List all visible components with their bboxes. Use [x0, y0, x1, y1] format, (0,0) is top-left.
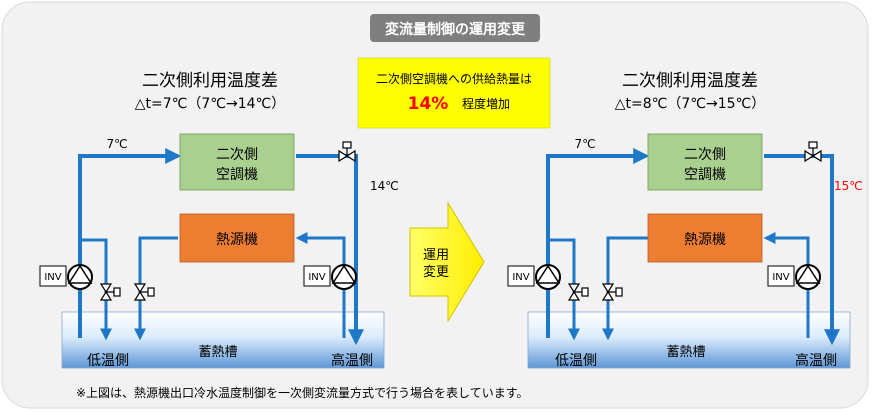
- right-valve-return: [804, 141, 822, 163]
- footnote: ※上図は、熱源機出口冷水温度制御を一次側変流量方式で行う場合を表しています。: [76, 385, 529, 400]
- right-return-pipe: [764, 154, 840, 346]
- right-inv-box-2: [767, 265, 795, 287]
- left-heat-source-inlet-pipe: [295, 232, 346, 338]
- right-heat-source-label: 熱源機: [684, 232, 726, 248]
- left-valve-bypass: [99, 283, 121, 301]
- right-ahu-line2: 空調機: [684, 167, 726, 183]
- callout-line1: 二次側空調機への供給熱量は: [376, 71, 532, 86]
- right-tank-label: 蓄熱槽: [666, 345, 705, 360]
- left-heat-source-outlet-pipe: [134, 236, 178, 341]
- left-low-side: 低温側: [87, 353, 129, 369]
- left-tank: [61, 311, 385, 369]
- right-low-side: 低温側: [555, 353, 597, 369]
- left-bypass-pipe: [80, 238, 112, 341]
- title-box: [370, 14, 540, 42]
- left-valve-return: [338, 141, 356, 163]
- right-bypass-pipe: [548, 238, 580, 341]
- right-inv-label-1: INV: [512, 272, 529, 283]
- arrow-label-line2: 変更: [423, 264, 449, 280]
- right-inv-box-1: [507, 265, 535, 287]
- right-heat-source-inlet-pipe: [763, 232, 810, 338]
- left-heat-source-label: 熱源機: [216, 232, 258, 248]
- right-valve-bypass: [567, 283, 589, 301]
- left-inv-label-2: INV: [308, 272, 325, 283]
- left-heat-source: [179, 213, 295, 263]
- right-system: 二次側利用温度差 △t=8℃（7℃→15℃） 二次側 空調機 熱源機 7℃ 15…: [507, 71, 863, 369]
- right-supply-temp: 7℃: [574, 137, 595, 151]
- title: 変流量制御の運用変更: [385, 21, 526, 38]
- left-supply-temp: 7℃: [106, 137, 127, 151]
- right-heat-source: [647, 213, 763, 263]
- right-return-temp: 15℃: [834, 179, 863, 193]
- right-inv-label-2: INV: [772, 272, 789, 283]
- left-pump-2: [331, 264, 357, 290]
- left-heading: 二次側利用温度差: [142, 71, 278, 91]
- left-ahu: [179, 133, 295, 191]
- callout-box: [357, 57, 551, 129]
- right-heat-source-outlet-pipe: [602, 236, 648, 341]
- left-inv-box-2: [303, 265, 331, 287]
- right-pump-1: [535, 264, 561, 290]
- right-pump-2: [795, 264, 821, 290]
- left-delta: △t=7℃（7℃→14℃）: [135, 96, 286, 112]
- change-arrow: [409, 201, 485, 323]
- left-ahu-line2: 空調機: [216, 167, 258, 183]
- left-return-temp: 14℃: [370, 179, 399, 193]
- left-high-side: 高温側: [331, 352, 373, 369]
- left-inv-label-1: INV: [44, 272, 61, 283]
- left-inv-box-1: [39, 265, 67, 287]
- left-ahu-line1: 二次側: [216, 147, 258, 163]
- callout-suffix: 程度増加: [462, 96, 510, 111]
- right-ahu: [647, 133, 763, 191]
- right-tank: [527, 311, 851, 369]
- right-ahu-line1: 二次側: [684, 147, 726, 163]
- left-tank-label: 蓄熱槽: [198, 345, 237, 360]
- left-valve-outlet: [133, 283, 155, 301]
- right-valve-outlet: [601, 283, 623, 301]
- right-delta: △t=8℃（7℃→15℃）: [615, 96, 766, 112]
- arrow-label-line1: 運用: [423, 248, 449, 263]
- left-system: 二次側利用温度差 △t=7℃（7℃→14℃） 二次側 空調機 熱源機 7℃ 14…: [39, 71, 399, 369]
- right-heading: 二次側利用温度差: [622, 71, 758, 91]
- callout-percent: 14%: [408, 94, 449, 114]
- right-high-side: 高温側: [795, 352, 837, 369]
- left-pump-1: [67, 264, 93, 290]
